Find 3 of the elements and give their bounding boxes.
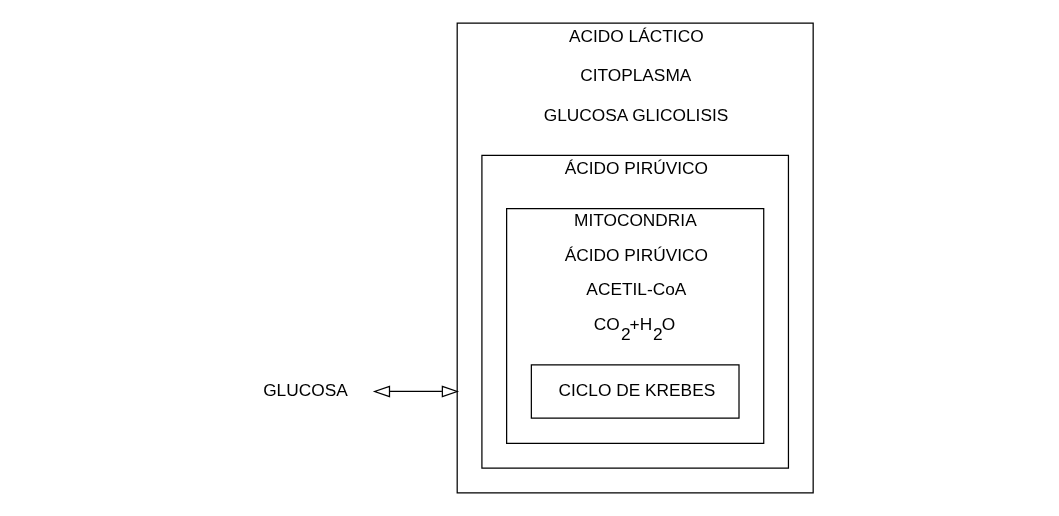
node-text: GLUCOSA — [263, 380, 348, 401]
node-box: CICLO DE KREBES — [530, 364, 740, 419]
arrow — [372, 385, 460, 398]
